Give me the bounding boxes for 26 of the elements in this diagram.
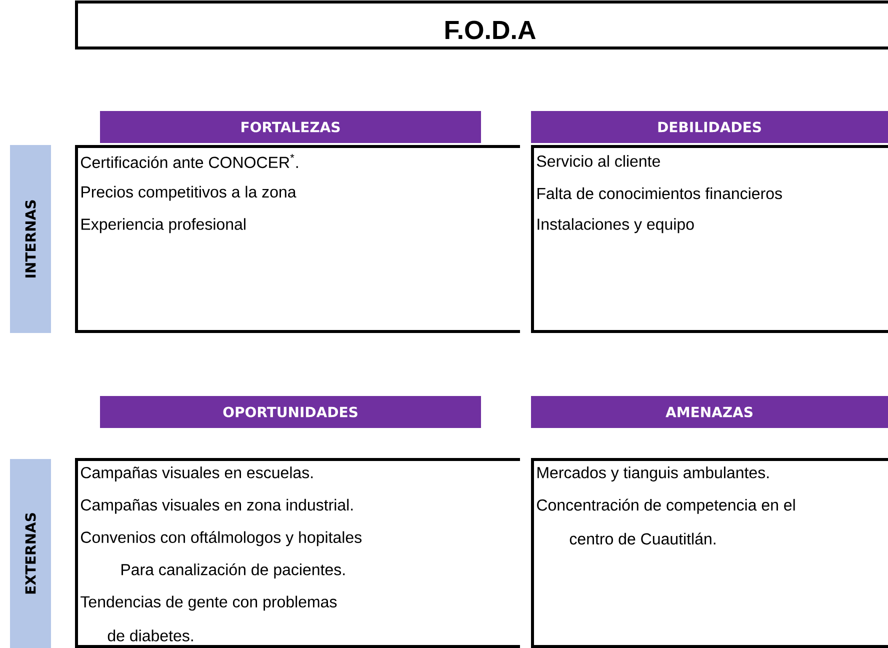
side-label: INTERNAS	[10, 145, 51, 333]
list-item: Precios competitivos a la zona	[82, 186, 296, 201]
list-item: Campañas visuales en zona industrial.	[81, 498, 353, 514]
list-item: Certificación ante CONOCER$^{*}$.	[81, 154, 298, 168]
list-item: Para canalización de pacientes.	[122, 563, 345, 578]
text-box	[531, 458, 888, 648]
list-item: Instalaciones y equipo	[538, 218, 694, 234]
list-item: Mercados y tianguis ambulantes.	[538, 466, 769, 482]
list-item: Experiencia profesional	[82, 218, 246, 234]
title-box: F.O.D.A	[75, 0, 888, 50]
text-box	[75, 145, 520, 333]
band-heading: DEBILIDADES	[531, 111, 888, 143]
list-item: de diabetes.	[108, 630, 193, 642]
list-item: Concentración de competencia en el	[537, 498, 795, 514]
list-item: Campañas visuales en escuelas.	[81, 466, 313, 482]
side-label: EXTERNAS	[10, 459, 51, 648]
list-item: Tendencias de gente con problemas	[80, 596, 337, 611]
text-box	[531, 145, 888, 333]
list-item: centro de Cuautitlán.	[570, 532, 716, 545]
list-item: Convenios con oftálmologos y hopitales	[81, 531, 362, 546]
band-heading: AMENAZAS	[531, 396, 888, 428]
list-item: Servicio al cliente	[536, 155, 660, 167]
band-heading: FORTALEZAS	[100, 111, 481, 143]
band-heading: OPORTUNIDADES	[100, 396, 481, 428]
list-item: Falta de conocimientos financieros	[538, 187, 782, 200]
text-box	[75, 458, 520, 648]
